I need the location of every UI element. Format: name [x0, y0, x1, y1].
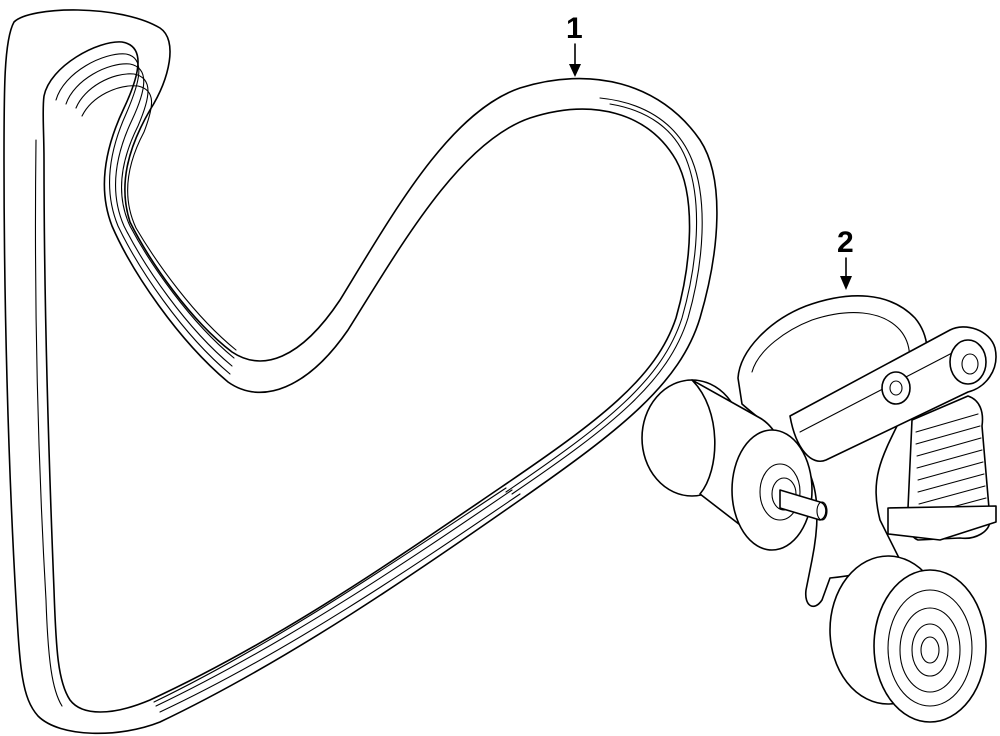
belt-rib-2: [65, 63, 233, 367]
belt-outer-edge: [3, 9, 718, 735]
pivot-bolt: [881, 371, 911, 405]
damper-bracket: [887, 505, 997, 541]
belt-rib-8: [155, 489, 513, 707]
callout-2[interactable]: 2: [837, 226, 854, 290]
arm-end-bolt-hole: [961, 353, 979, 375]
idler-pulley-ring-2: [899, 607, 961, 693]
callout-2-arrowhead: [840, 276, 852, 290]
tensioner-arm-edge: [799, 351, 955, 433]
drive-belt[interactable]: [3, 9, 718, 735]
callout-1-label: 1: [566, 12, 583, 45]
idler-pulley-hub: [911, 623, 949, 677]
callout-1-arrowhead: [569, 64, 581, 77]
belt-tensioner[interactable]: [641, 295, 997, 723]
arm-end-bolt: [949, 339, 987, 385]
idler-pulley-ring-1: [887, 589, 973, 707]
belt-rib-3: [75, 73, 235, 359]
belt-rib-1: [55, 53, 231, 375]
belt-inner-edge: [42, 41, 691, 713]
belt-rib-7: [159, 493, 521, 713]
callout-2-label: 2: [837, 226, 854, 259]
idler-pulley-face: [873, 569, 987, 723]
front-pulley-hub: [759, 463, 801, 521]
belt-rib-10: [34, 139, 63, 707]
pivot-bolt-hole: [889, 380, 903, 396]
idler-pulley-bore: [920, 636, 940, 664]
belt-rib-4: [81, 85, 237, 351]
belt-rib-5: [511, 97, 703, 495]
belt-rib-6: [505, 103, 698, 493]
tensioner-shaft-end: [816, 501, 828, 521]
tensioner-housing-contour: [751, 312, 911, 381]
damper-ribs: [915, 413, 988, 529]
callout-1[interactable]: 1: [566, 12, 583, 77]
belt-rib-9: [153, 487, 507, 703]
